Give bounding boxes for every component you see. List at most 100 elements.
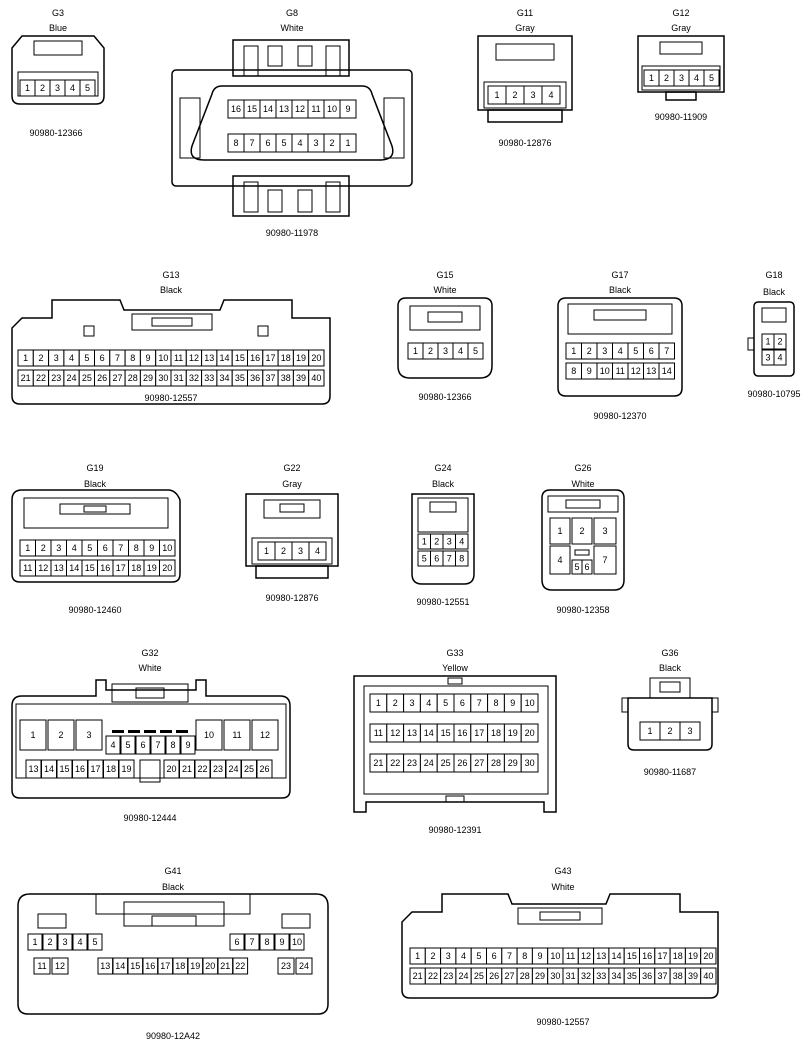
connector-g8-part: 90980-11978 <box>266 228 318 238</box>
g41-pin-2: 2 <box>47 937 52 947</box>
g32-pin-25: 25 <box>244 764 254 774</box>
g8-pin-12: 12 <box>295 104 305 114</box>
g41-pin-11: 11 <box>37 961 46 971</box>
g13-pin-12: 12 <box>189 353 199 363</box>
connector-g17-part: 90980-12370 <box>593 411 646 421</box>
g24-pin-5: 5 <box>422 554 427 564</box>
g26-pin-6-cell <box>581 559 593 575</box>
g15-pin-5-cell <box>467 342 484 360</box>
g41-pin-8-cell <box>259 933 275 951</box>
g36-pin-2: 2 <box>667 726 672 736</box>
g36-pin-1: 1 <box>647 726 652 736</box>
g43-pin-11: 11 <box>566 951 575 961</box>
g32-pin-10-cell <box>195 719 223 751</box>
g41-pin-4-cell <box>72 933 88 951</box>
g32-pin-20: 20 <box>166 764 176 774</box>
g32-pin-18: 18 <box>106 764 116 774</box>
g13-pin-29: 29 <box>143 373 153 383</box>
g32-pin-21: 21 <box>182 764 192 774</box>
connector-g36-id: G36 <box>661 648 678 658</box>
g8-pin-10: 10 <box>327 104 337 114</box>
g43-pin-9: 9 <box>538 951 543 961</box>
g13-pin-21: 21 <box>21 373 31 383</box>
g33-pin-21: 21 <box>373 758 383 768</box>
g43-pin-24: 24 <box>459 971 469 981</box>
g24-pin-3: 3 <box>447 537 452 547</box>
g26-pin-2-cell <box>571 517 593 545</box>
g33-pin-17: 17 <box>474 728 484 738</box>
g41-pin-3-cell <box>57 933 73 951</box>
g13-pin-17: 17 <box>265 353 275 363</box>
g43-pin-17: 17 <box>657 951 667 961</box>
g18-pin-2: 2 <box>777 337 782 347</box>
g18-pin-4: 4 <box>777 353 782 363</box>
g11-pin-2: 2 <box>512 90 517 100</box>
connector-g26-id: G26 <box>574 463 591 473</box>
g15-pin-3: 3 <box>443 346 448 356</box>
g13-pin-18: 18 <box>281 353 291 363</box>
g43-pin-13: 13 <box>596 951 606 961</box>
g8-pin-9: 9 <box>345 104 350 114</box>
connector-g43-id: G43 <box>554 866 571 876</box>
connector-g13-part: 90980-12557 <box>144 393 197 403</box>
g12-pin-3: 3 <box>679 73 684 83</box>
connector-g22-part: 90980-12876 <box>265 593 318 603</box>
g19-pin-3: 3 <box>56 543 61 553</box>
g19-pin-12: 12 <box>38 563 48 573</box>
g19-pin-14: 14 <box>69 563 79 573</box>
g13-pin-32: 32 <box>189 373 199 383</box>
g19-pin-11: 11 <box>23 563 32 573</box>
g24-pin-2: 2 <box>434 537 439 547</box>
g8-pin-3: 3 <box>313 138 318 148</box>
g13-pin-27: 27 <box>112 373 122 383</box>
g26-pin-3: 3 <box>602 526 607 536</box>
g8-pin-6: 6 <box>265 138 270 148</box>
g8-pin-9-cell <box>339 99 357 119</box>
g33-pin-16: 16 <box>457 728 467 738</box>
g41-pin-13: 13 <box>100 961 110 971</box>
g17-pin-7-cell <box>658 342 675 360</box>
g43-pin-23: 23 <box>443 971 453 981</box>
g32-pin-5: 5 <box>125 740 130 750</box>
g17-pin-11: 11 <box>616 366 625 376</box>
g43-pin-7: 7 <box>507 951 512 961</box>
connector-g33-id: G33 <box>446 648 463 658</box>
g33-pin-9: 9 <box>510 698 515 708</box>
g26-pin-7: 7 <box>602 555 607 565</box>
g43-pin-12: 12 <box>581 951 591 961</box>
g18-pin-2-cell <box>773 333 787 350</box>
g13-pin-40: 40 <box>311 373 321 383</box>
g13-pin-19: 19 <box>296 353 306 363</box>
g3-pin-1: 1 <box>25 83 30 93</box>
g33-pin-27: 27 <box>474 758 484 768</box>
g32-pin-13: 13 <box>28 764 38 774</box>
g41-pin-12-cell <box>51 957 69 975</box>
g19-pin-7: 7 <box>118 543 123 553</box>
g41-pin-4: 4 <box>77 937 82 947</box>
g13-pin-15: 15 <box>235 353 245 363</box>
g41-pin-2-cell <box>42 933 58 951</box>
g15-pin-4: 4 <box>458 346 463 356</box>
g13-pin-31: 31 <box>174 373 184 383</box>
g13-pin-2: 2 <box>38 353 43 363</box>
connector-g36-part: 90980-11687 <box>644 767 696 777</box>
g12-pin-2: 2 <box>664 73 669 83</box>
g32-pin-8: 8 <box>170 740 175 750</box>
connector-g18-color: Black <box>763 287 786 297</box>
g33-pin-30-cell <box>520 753 539 773</box>
g26-pin-7-cell <box>593 545 617 575</box>
g17-pin-13: 13 <box>646 366 656 376</box>
connector-g33-color: Yellow <box>442 663 468 673</box>
connector-g12-part: 90980-11909 <box>655 112 707 122</box>
g13-pin-28: 28 <box>128 373 138 383</box>
g18-pin-3: 3 <box>765 353 770 363</box>
g26-pin-2: 2 <box>579 526 584 536</box>
